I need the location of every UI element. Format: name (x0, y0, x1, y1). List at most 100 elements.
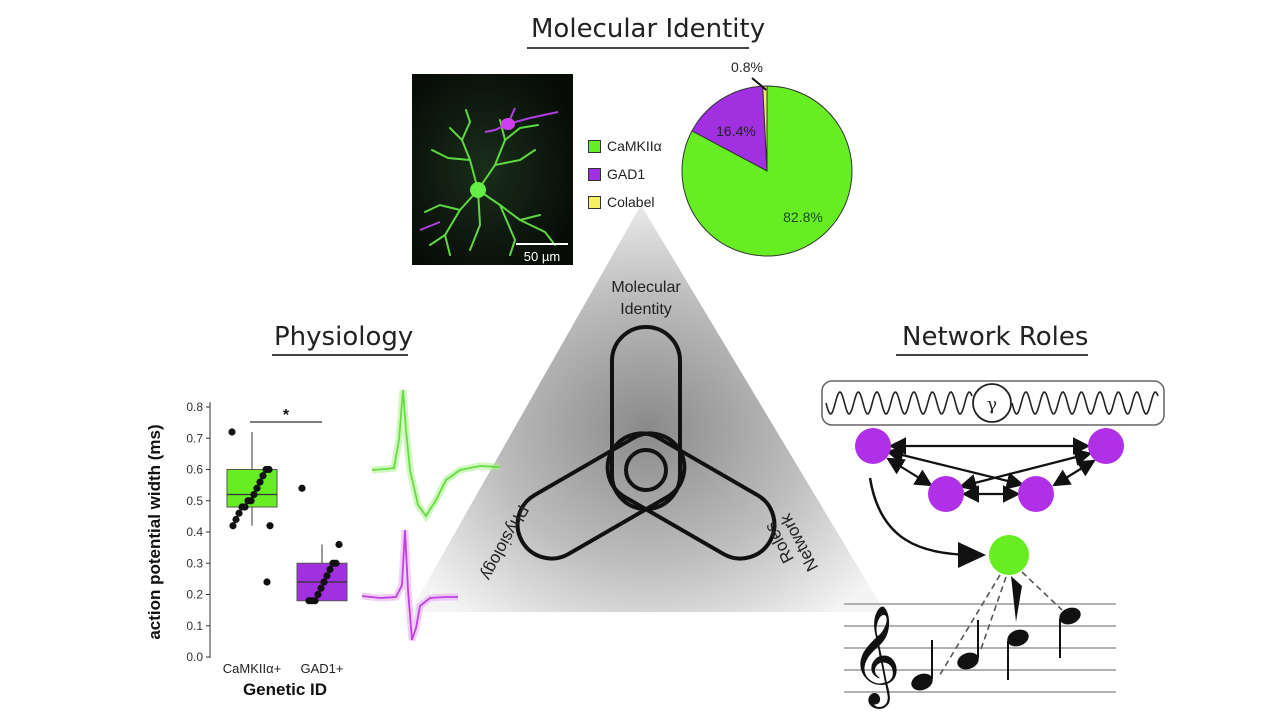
data-point (235, 509, 243, 517)
legend-label-gad1: GAD1 (607, 166, 646, 182)
y-tick-label: 0.7 (186, 431, 203, 445)
data-point (298, 484, 306, 492)
y-tick-label: 0.3 (186, 556, 203, 570)
x-tick-label: CaMKIIα+ (223, 661, 281, 676)
note-4 (1059, 607, 1081, 625)
edge-n2-n3 (958, 448, 1093, 492)
note-3 (1007, 629, 1029, 647)
pie-slice-camkii (681, 85, 853, 257)
micrograph-image: 50 µm (412, 74, 573, 265)
network-title-underline (896, 354, 1088, 356)
data-point (250, 490, 258, 499)
pie-slice-gad1 (691, 85, 768, 172)
data-point (244, 497, 252, 505)
y-ticks: 0.0 0.1 0.2 0.3 0.4 0.5 0.6 0.7 0.8 (186, 400, 210, 664)
note-output-lines (937, 571, 1063, 679)
data-point (253, 484, 261, 492)
data-point (323, 572, 331, 580)
legend-item-camkii: CaMKIIα (588, 132, 662, 160)
data-point (320, 578, 328, 586)
network-node-1 (855, 428, 891, 464)
trefoil-center-circle (624, 448, 668, 492)
pie-label-gad1: 16.4% (716, 123, 756, 139)
legend-item-gad1: GAD1 (588, 160, 662, 188)
music-notes (911, 607, 1081, 691)
triangle-label-molecular: Molecular (611, 279, 681, 296)
x-axis-label: Genetic ID (243, 680, 327, 699)
scale-bar-label: 50 µm (524, 249, 560, 264)
physiology-title-underline (272, 354, 408, 356)
physiology-title: Physiology (274, 322, 414, 352)
gamma-symbol: γ (987, 395, 997, 415)
data-point (229, 522, 237, 530)
box-series: CaMKIIα+ GAD1+ (223, 428, 348, 676)
data-point (314, 590, 322, 599)
gamma-oscillation-panel: γ (821, 380, 1165, 426)
data-point (263, 578, 271, 586)
y-axis-label: action potential width (ms) (145, 424, 164, 639)
music-staff: 𝄞 (844, 571, 1116, 709)
pie-leader-line (751, 77, 767, 91)
trefoil-loop-right (515, 431, 687, 561)
data-point (326, 565, 334, 574)
data-point (317, 584, 325, 592)
legend-swatch-camkii (588, 139, 601, 153)
box-plot: 0.0 0.1 0.2 0.3 0.4 0.5 0.6 0.7 0.8 action poten… (145, 400, 348, 699)
edge-n2-n4 (1052, 459, 1096, 487)
neuron-soma-purple (501, 118, 515, 130)
treble-clef-icon: 𝄞 (850, 605, 901, 709)
y-tick-label: 0.6 (186, 463, 203, 477)
legend-label-camkii: CaMKIIα (607, 138, 662, 154)
pie-chart: 82.8% 16.4% 0.8% (681, 59, 853, 257)
legend-label-colabel: Colabel (607, 194, 655, 210)
y-tick-label: 0.2 (186, 588, 203, 602)
triangle-label-identity: Identity (620, 301, 672, 318)
x-tick-label: GAD1+ (301, 661, 344, 676)
neuron-soma-green (470, 182, 486, 198)
y-tick-label: 0.1 (186, 619, 203, 633)
data-point (228, 428, 236, 436)
purple-ap-waveform (361, 529, 458, 642)
data-point (335, 540, 343, 549)
data-point (305, 597, 313, 605)
y-tick-label: 0.8 (186, 400, 203, 414)
pie-legend: CaMKIIα GAD1 Colabel (588, 132, 662, 216)
legend-swatch-colabel (588, 195, 601, 209)
green-ap-waveform (371, 389, 501, 523)
data-point (259, 472, 267, 480)
neuron-dendrites (424, 109, 556, 256)
data-point (256, 478, 264, 486)
significance-star: * (283, 407, 290, 424)
drive-arrow-head (958, 542, 986, 568)
gamma-wave-right (1011, 391, 1159, 415)
network-node-3 (928, 476, 964, 512)
data-point (329, 559, 337, 567)
y-tick-label: 0.0 (186, 650, 203, 664)
data-point (262, 465, 270, 474)
molecular-identity-title: Molecular Identity (531, 14, 766, 44)
note-2 (957, 652, 979, 670)
network-roles-title: Network Roles (902, 322, 1089, 352)
drive-arrow (868, 477, 976, 557)
network-connections (885, 437, 1096, 503)
network-node-4 (1018, 476, 1054, 512)
molecular-title-underline (527, 47, 749, 49)
note-output-arrow (1011, 576, 1022, 622)
data-point (266, 522, 274, 530)
output-node-green (989, 535, 1029, 575)
legend-item-colabel: Colabel (588, 188, 662, 216)
central-triangle (410, 205, 885, 612)
pie-label-colabel: 0.8% (731, 59, 763, 75)
data-point (232, 515, 240, 524)
pie-label-camkii: 82.8% (783, 209, 823, 225)
network-node-2 (1088, 428, 1124, 464)
data-point (238, 503, 246, 511)
staff-lines (844, 603, 1116, 693)
y-tick-label: 0.4 (186, 525, 203, 539)
y-tick-label: 0.5 (186, 494, 203, 508)
gamma-circle (972, 383, 1012, 423)
legend-swatch-gad1 (588, 167, 601, 181)
trefoil-venn (515, 325, 777, 561)
note-1 (911, 673, 933, 691)
